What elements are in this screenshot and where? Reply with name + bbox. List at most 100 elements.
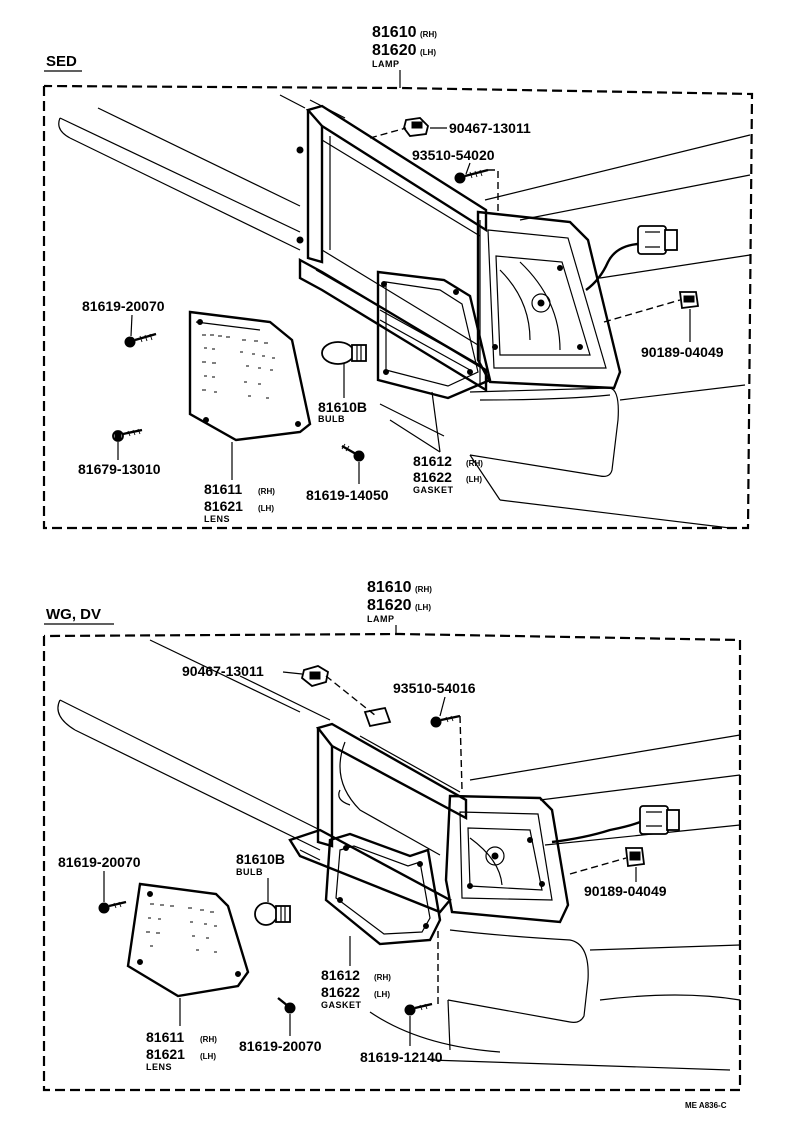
wg-lens: [126, 882, 250, 998]
wg-callout-lens: 81611 (RH) 81621 (LH) LENS: [146, 998, 217, 1072]
sed-pn-gasket-lh: 81622: [413, 469, 452, 485]
sed-lamp-unit: [476, 210, 622, 390]
sed-callout-screw-lower-left: 81679-13010: [78, 442, 161, 477]
wg-sfx-lens-rh: (RH): [200, 1035, 217, 1044]
sed-callout-bulb: 81610B BULB: [318, 364, 367, 424]
wg-dash-clip: [569, 857, 627, 875]
sed-lamp-caption: LAMP: [372, 59, 400, 69]
wg-bulb: [254, 902, 291, 926]
sed-dash-clip: [603, 299, 681, 323]
wg-screw-top: [430, 714, 461, 728]
wg-pn-bulb: 81610B: [236, 851, 285, 867]
wg-screw-left: [98, 900, 127, 914]
sed-clip: [678, 291, 700, 310]
sed-pn-lens-rh: 81611: [204, 481, 242, 497]
sed-callout-screw-left: 81619-20070: [82, 298, 165, 337]
wg-screw-bottom: [277, 997, 296, 1014]
sed-pn-screw-left: 81619-20070: [82, 298, 165, 314]
sed-callout-nut: 90467-13011: [430, 120, 531, 136]
sed-pn-screw-top: 93510-54020: [412, 147, 495, 163]
sed-lamp-sfx-rh: (RH): [420, 30, 437, 39]
wg-lamp-unit: [444, 794, 570, 924]
sed-pn-screw-lower-left: 81679-13010: [78, 461, 161, 477]
sed-lamp-pn-lh: 81620: [372, 42, 417, 59]
wg-dash-nut: [325, 675, 377, 717]
sed-lamp-callout: 81610 (RH) 81620 (LH) LAMP: [372, 24, 437, 88]
wg-pn-lens-lh: 81621: [146, 1046, 185, 1062]
sed-dash-nut: [369, 127, 407, 139]
wg-callout-gasket: 81612 (RH) 81622 (LH) GASKET: [321, 936, 501, 1053]
sed-pn-gasket-rh: 81612: [413, 453, 452, 469]
wg-caption-lens: LENS: [146, 1062, 172, 1072]
sed-screw-lower-left: [112, 428, 143, 442]
sed-screw-bottom: [341, 443, 365, 462]
sed-pn-bulb: 81610B: [318, 399, 367, 415]
wg-screw-right: [404, 1002, 433, 1016]
wg-pn-screw-bottom: 81619-20070: [239, 1038, 322, 1054]
wg-lamp-sfx-rh: (RH): [415, 585, 432, 594]
sed-sfx-gasket-rh: (RH): [466, 459, 483, 468]
wg-pn-lens-rh: 81611: [146, 1029, 184, 1045]
wg-callout-screw-right: 81619-12140: [360, 1016, 443, 1065]
sed-caption-lens: LENS: [204, 514, 230, 524]
sed-sfx-gasket-lh: (LH): [466, 475, 482, 484]
wg-nut: [300, 665, 330, 687]
sed-callout-clip: 90189-04049: [641, 309, 724, 360]
section-wg: WG, DV 81610 (RH) 81620 (LH) LAMP: [42, 579, 742, 1092]
sed-callout-gasket: 81612 (RH) 81622 (LH) GASKET: [379, 391, 483, 495]
wg-callout-screw-top: 93510-54016: [393, 680, 476, 717]
sed-callout-lens: 81611 (RH) 81621 (LH) LENS: [204, 442, 275, 524]
wg-gasket: [324, 832, 442, 946]
sed-nut: [403, 117, 429, 137]
sed-connector: [585, 225, 678, 291]
wg-dash-screw: [459, 715, 463, 791]
sed-screw-left: [124, 332, 157, 348]
wg-lamp-sfx-lh: (LH): [415, 603, 431, 612]
sed-car-body: [58, 94, 751, 529]
wg-lamp-housing: [288, 706, 468, 914]
section-sed-title: SED: [46, 53, 77, 70]
sed-pn-nut: 90467-13011: [449, 120, 531, 136]
wg-car-body: [57, 639, 741, 1071]
wg-lamp-caption: LAMP: [367, 614, 395, 624]
sed-lamp-pn-rh: 81610: [372, 24, 417, 41]
sed-screw-top: [454, 168, 489, 184]
wg-connector: [551, 805, 680, 844]
sed-callout-screw-top: 93510-54020: [412, 147, 495, 175]
sed-dash-screw: [488, 169, 499, 215]
wg-pn-screw-top: 93510-54016: [393, 680, 476, 696]
sed-pn-screw-bottom: 81619-14050: [306, 487, 389, 503]
sed-lens: [188, 310, 312, 442]
figure-code: ME A836-C: [685, 1101, 727, 1110]
wg-lamp-pn-rh: 81610: [367, 579, 412, 596]
wg-pn-gasket-rh: 81612: [321, 967, 360, 983]
sed-callout-screw-bottom: 81619-14050: [306, 462, 389, 503]
section-sed: SED 81610 (RH) 81620 (LH) LAMP: [42, 24, 754, 530]
wg-callout-screw-left: 81619-20070: [58, 854, 141, 902]
sed-sfx-lens-lh: (LH): [258, 504, 274, 513]
wg-callout-nut: 90467-13011: [182, 663, 303, 679]
sed-caption-gasket: GASKET: [413, 485, 454, 495]
sed-lamp-sfx-lh: (LH): [420, 48, 436, 57]
wg-lamp-pn-lh: 81620: [367, 597, 412, 614]
wg-sfx-gasket-lh: (LH): [374, 990, 390, 999]
section-sed-boundary: [42, 84, 754, 530]
section-wg-title: WG, DV: [46, 606, 101, 623]
sed-sfx-lens-rh: (RH): [258, 487, 275, 496]
wg-pn-screw-right: 81619-12140: [360, 1049, 443, 1065]
wg-callout-screw-bottom: 81619-20070: [239, 1014, 322, 1054]
sed-gasket: [376, 270, 492, 400]
sed-pn-lens-lh: 81621: [204, 498, 243, 514]
wg-sfx-lens-lh: (LH): [200, 1052, 216, 1061]
wg-caption-gasket: GASKET: [321, 1000, 362, 1010]
wg-callout-bulb: 81610B BULB: [236, 851, 285, 902]
sed-caption-bulb: BULB: [318, 414, 345, 424]
wg-callout-clip: 90189-04049: [584, 867, 667, 899]
wg-pn-clip: 90189-04049: [584, 883, 667, 899]
sed-lamp-housing: [296, 104, 488, 393]
section-wg-boundary: [42, 632, 742, 1092]
wg-pn-gasket-lh: 81622: [321, 984, 360, 1000]
wg-sfx-gasket-rh: (RH): [374, 973, 391, 982]
sed-bulb: [321, 341, 367, 365]
